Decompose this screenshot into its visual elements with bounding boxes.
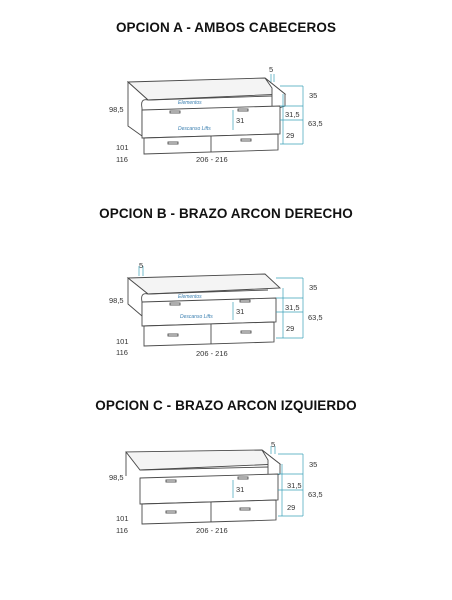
mattress-front bbox=[141, 105, 281, 139]
dim-total: 63,5 bbox=[308, 313, 323, 322]
option-c-drawing: 31 5 35 31,5 63,5 29 98,5 101 116 206 - … bbox=[109, 440, 323, 535]
dim-low: 101 bbox=[116, 514, 129, 523]
mattress-front bbox=[139, 473, 279, 505]
mattress-front bbox=[141, 297, 277, 327]
dim-left-height: 98,5 bbox=[109, 296, 124, 305]
dim-side: 5 bbox=[271, 440, 275, 449]
dim-backrest: 35 bbox=[309, 460, 317, 469]
dim-side: 5 bbox=[139, 261, 143, 270]
dim-base: 29 bbox=[286, 324, 294, 333]
brand-label-1: Elementos bbox=[178, 100, 202, 106]
dim-mid: 31,5 bbox=[285, 110, 300, 119]
dim-total: 63,5 bbox=[308, 119, 323, 128]
dim-backrest: 35 bbox=[309, 91, 317, 100]
dim-mid: 31,5 bbox=[285, 303, 300, 312]
option-b-drawing: Elementos Descanso Lifts 31 5 35 31,5 63… bbox=[109, 261, 323, 358]
bed-top-surface bbox=[126, 273, 282, 295]
dim-low: 101 bbox=[116, 337, 129, 346]
dim-low: 101 bbox=[116, 143, 129, 152]
brand-label-2: Descanso Lifts bbox=[180, 314, 213, 320]
drawer-front bbox=[143, 321, 275, 347]
brand-label-1: Elementos bbox=[178, 294, 202, 300]
dim-side: 5 bbox=[269, 65, 273, 74]
dim-high: 116 bbox=[116, 155, 128, 164]
dim-base: 29 bbox=[286, 131, 294, 140]
dim-left-height: 98,5 bbox=[109, 105, 124, 114]
dim-width: 206 - 216 bbox=[196, 526, 228, 535]
dim-high: 116 bbox=[116, 526, 128, 535]
dim-mid: 31,5 bbox=[287, 481, 302, 490]
dim-drawer: 31 bbox=[236, 307, 244, 316]
dim-base: 29 bbox=[287, 503, 295, 512]
option-a-drawing: Elementos Descanso Lifts 31 5 35 31,5 63… bbox=[109, 65, 323, 164]
dim-high: 116 bbox=[116, 348, 128, 357]
dim-total: 63,5 bbox=[308, 490, 323, 499]
dim-backrest: 35 bbox=[309, 283, 317, 292]
dim-left-height: 98,5 bbox=[109, 473, 124, 482]
dim-width: 206 - 216 bbox=[196, 155, 228, 164]
option-b-title: OPCION B - BRAZO ARCON DERECHO bbox=[99, 206, 353, 221]
drawer-front bbox=[141, 499, 277, 525]
dim-drawer: 31 bbox=[236, 116, 244, 125]
dim-width: 206 - 216 bbox=[196, 349, 228, 358]
brand-label-2: Descanso Lifts bbox=[178, 126, 211, 132]
dim-drawer: 31 bbox=[236, 485, 244, 494]
option-c-title: OPCION C - BRAZO ARCON IZQUIERDO bbox=[95, 398, 357, 413]
option-a-title: OPCION A - AMBOS CABECEROS bbox=[115, 20, 337, 35]
